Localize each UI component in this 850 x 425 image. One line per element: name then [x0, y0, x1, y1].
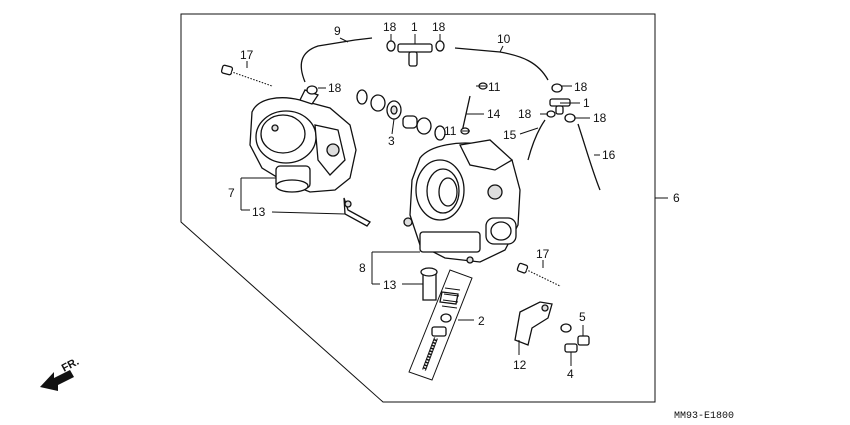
- hose-10: [454, 47, 549, 81]
- assembly-boundary: [180, 13, 656, 403]
- callout-11-lower: 11: [444, 124, 457, 138]
- carburetor-right: [403, 139, 521, 264]
- callout-2: 2: [478, 314, 485, 328]
- callout-7: 7: [228, 186, 235, 200]
- link-lever-13: [420, 267, 438, 301]
- callout-18-c: 18: [328, 81, 342, 95]
- callout-18-a: 18: [383, 20, 397, 34]
- tube-16: [577, 123, 601, 191]
- carburetor-left: [249, 89, 371, 227]
- callout-4: 4: [567, 367, 574, 381]
- clips-18: [306, 40, 576, 123]
- screw-17-right: [516, 262, 561, 287]
- leader-lines: [240, 34, 668, 366]
- callout-numbers: 9 18 1 18 10 17 18 11 18 1 18 18 14 11 3…: [228, 20, 680, 381]
- bracket-12: [514, 301, 553, 346]
- callout-18-d: 18: [574, 80, 588, 94]
- callout-1-right: 1: [583, 96, 590, 110]
- screw-17-left: [220, 64, 273, 87]
- callout-5: 5: [579, 310, 586, 324]
- t-joint-right: [549, 98, 571, 115]
- callout-18-e: 18: [518, 107, 532, 121]
- callout-11-upper: 11: [488, 80, 501, 94]
- t-joint-top: [397, 43, 433, 67]
- kit-plate-2: [408, 269, 473, 381]
- callout-1-top: 1: [411, 20, 418, 34]
- callout-6: 6: [673, 191, 680, 205]
- callout-18-b: 18: [432, 20, 446, 34]
- hose-9: [300, 37, 373, 83]
- callout-18-f: 18: [593, 111, 607, 125]
- callout-14: 14: [487, 107, 501, 121]
- callout-13-right: 13: [383, 278, 397, 292]
- callout-8: 8: [359, 261, 366, 275]
- callout-3: 3: [388, 134, 395, 148]
- callout-13-left: 13: [252, 205, 266, 219]
- front-direction-label: FR.: [60, 356, 81, 375]
- front-arrow-icon: [40, 370, 74, 391]
- drawing-code: MM93-E1800: [674, 411, 734, 422]
- tube-15: [527, 119, 546, 161]
- fasteners-4-5: [560, 323, 590, 353]
- callout-15: 15: [503, 128, 517, 142]
- callout-16: 16: [602, 148, 616, 162]
- callout-12: 12: [513, 358, 527, 372]
- front-direction-indicator: FR.: [40, 356, 81, 391]
- seal-parts: [356, 82, 488, 141]
- callout-9: 9: [334, 24, 341, 38]
- callout-17-left: 17: [240, 48, 254, 62]
- callout-10: 10: [497, 32, 511, 46]
- callout-17-right: 17: [536, 247, 550, 261]
